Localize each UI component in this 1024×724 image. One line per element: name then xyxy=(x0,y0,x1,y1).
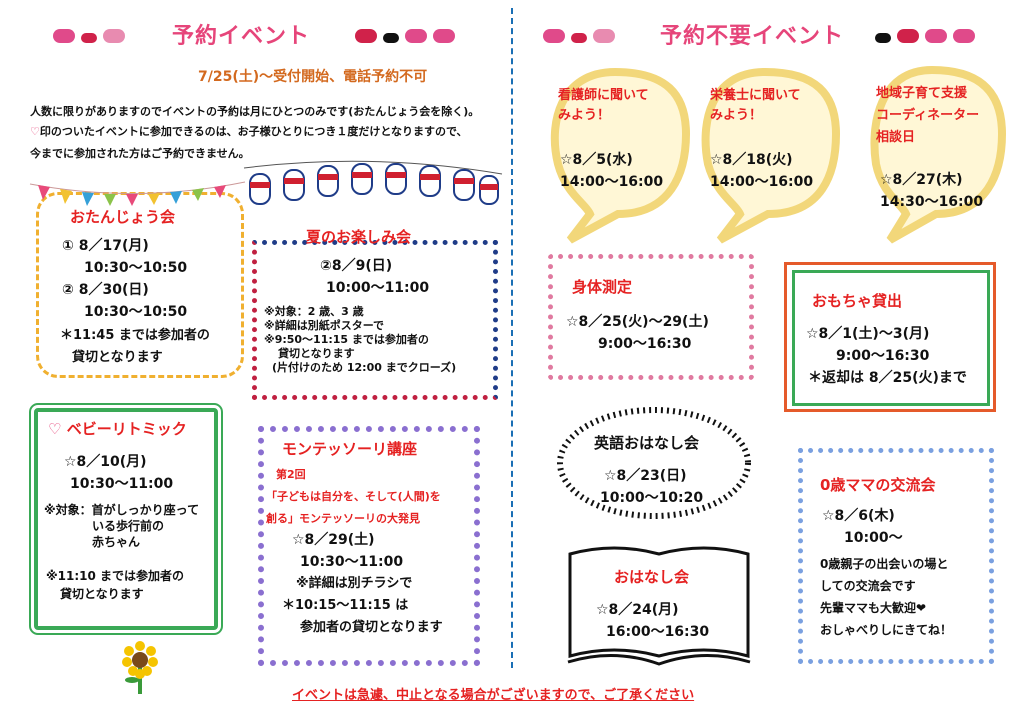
no-reserve-events-title: 予約不要イベント xyxy=(660,24,845,49)
english-time: 10:00～10:20 xyxy=(600,490,704,506)
nurse-title-2: みよう！ xyxy=(558,108,611,123)
measure-box xyxy=(548,254,754,380)
nutrition-time: 14:00～16:00 xyxy=(710,174,814,190)
mama-time: 10:00～ xyxy=(844,530,903,546)
nutrition-date: ☆8／18(火) xyxy=(710,152,793,168)
montessori-note-3: 参加者の貸切となります xyxy=(300,620,443,635)
baby-title: ベビーリトミック xyxy=(66,420,187,438)
birthday-time-1: 10:30～10:50 xyxy=(84,260,188,276)
summer-note-2: ※詳細は別紙ポスターで xyxy=(264,319,385,332)
mama-note-2: しての交流会です xyxy=(820,579,916,593)
birthday-note-1: ＊11:45 までは参加者の xyxy=(60,328,210,343)
baby-note-3: 赤ちゃん xyxy=(92,535,141,549)
measure-title: 身体測定 xyxy=(572,278,633,296)
sunflower-icon xyxy=(122,641,158,694)
summer-title: 夏のお楽しみ会 xyxy=(306,228,412,246)
toy-title: おもちゃ貸出 xyxy=(812,292,903,310)
speech-bubbles-icon xyxy=(550,65,1007,244)
summer-date: ②8／9(日) xyxy=(320,258,393,274)
montessori-time: 10:30～11:00 xyxy=(300,554,404,570)
story-title: おはなし会 xyxy=(614,568,690,586)
baby-note-5: 貸切となります xyxy=(60,587,144,601)
summer-note-5: (片付けのため 12:00 までクローズ) xyxy=(272,361,457,374)
nurse-title-1: 看護師に聞いて xyxy=(558,88,649,103)
book-frame-icon xyxy=(567,546,751,666)
heart-icon: ♡ xyxy=(30,125,40,138)
summer-note-1: ※対象：2 歳、3 歳 xyxy=(264,305,364,318)
montessori-note-1: ※詳細は別チラシで xyxy=(296,576,413,591)
montessori-title: モンテッソーリ講座 xyxy=(282,440,418,458)
montessori-sub-1: 第2回 xyxy=(276,468,306,481)
story-date: ☆8／24(月) xyxy=(596,602,679,618)
mama-note-3: 先輩ママも大歓迎❤ xyxy=(820,601,927,615)
baby-time: 10:30～11:00 xyxy=(70,476,174,492)
birthday-date-1: ① 8／17(月) xyxy=(62,238,149,254)
toy-box-inner xyxy=(792,270,990,406)
summer-time: 10:00～11:00 xyxy=(326,280,430,296)
mama-title: 0歳ママの交流会 xyxy=(820,476,936,494)
baby-date: ☆8／10(月) xyxy=(64,454,147,470)
birthday-note-2: 貸切となります xyxy=(72,350,163,365)
mama-box xyxy=(798,448,994,664)
baby-note-4: ※11:10 までは参加者の xyxy=(46,569,185,583)
toy-box-outer xyxy=(784,262,996,412)
montessori-box xyxy=(258,426,480,666)
measure-date: ☆8／25(火)～29(土) xyxy=(566,314,709,330)
nurse-time: 14:00～16:00 xyxy=(560,174,664,190)
montessori-sub-2: 「子どもは自分を、そして(人間)を xyxy=(266,490,441,503)
summer-note-4: 貸切となります xyxy=(278,347,355,360)
story-time: 16:00～16:30 xyxy=(606,624,710,640)
footer-notice: イベントは急遽、中止となる場合がございますので、ご了承ください xyxy=(292,688,695,703)
mama-note-1: 0歳親子の出会いの場と xyxy=(820,557,949,571)
lanterns-icon xyxy=(243,160,503,205)
baby-note-2: いる歩行前の xyxy=(92,519,165,533)
summer-box xyxy=(252,240,498,400)
english-ellipse-frame xyxy=(557,407,751,519)
nurse-date: ☆8／5(水) xyxy=(560,152,633,168)
right-hearts-left xyxy=(540,28,618,47)
mama-note-4: おしゃべりしにきてね！ xyxy=(820,623,953,637)
montessori-date: ☆8／29(土) xyxy=(292,532,375,548)
intro-line-2: 印のついたイベントに参加できるのは、お子様ひとりにつき１度だけとなりますので、 xyxy=(39,125,468,138)
toy-time: 9:00～16:30 xyxy=(836,348,930,364)
right-hearts-right xyxy=(872,28,978,47)
coordinator-time: 14:30～16:00 xyxy=(880,194,984,210)
baby-note-1: ※対象：首がしっかり座って xyxy=(44,503,200,517)
toy-date: ☆8／1(土)～3(月) xyxy=(806,326,930,342)
measure-time: 9:00～16:30 xyxy=(598,336,692,352)
intro-line-3: 今までに参加された方はご予約できません。 xyxy=(30,147,250,160)
english-date: ☆8／23(日) xyxy=(604,468,687,484)
left-hearts-right xyxy=(352,28,458,47)
baby-box xyxy=(29,403,223,635)
coordinator-title-2: コーディネーター xyxy=(876,108,980,123)
montessori-note-2: ＊10:15～11:15 は xyxy=(282,598,409,613)
toy-note: ＊返却は 8／25(火)まで xyxy=(808,370,967,386)
column-divider xyxy=(511,8,513,668)
coordinator-title-3: 相談日 xyxy=(876,130,916,145)
coordinator-date: ☆8／27(木) xyxy=(880,172,963,188)
reserve-events-title: 予約イベント xyxy=(172,24,311,49)
bunting-flags-icon xyxy=(29,181,246,206)
nutrition-title-1: 栄養士に聞いて xyxy=(710,88,801,103)
english-title: 英語おはなし会 xyxy=(594,434,700,452)
coordinator-title-1: 地域子育て支援 xyxy=(876,86,968,101)
left-hearts-left xyxy=(50,28,128,47)
nutrition-title-2: みよう！ xyxy=(710,108,763,123)
intro-line-1: 人数に限りがありますのでイベントの予約は月にひとつのみです(おたんじょう会を除く… xyxy=(30,105,480,118)
montessori-sub-3: 創る」モンテッソーリの大発見 xyxy=(266,512,420,525)
birthday-date-2: ② 8／30(日) xyxy=(62,282,149,298)
summer-note-3: ※9:50～11:15 までは参加者の xyxy=(264,333,429,346)
birthday-title: おたんじょう会 xyxy=(70,208,176,226)
heart-icon: ♡ xyxy=(48,420,62,438)
notice-date: 7/25(土)～受付開始、電話予約不可 xyxy=(198,69,428,85)
mama-date: ☆8／6(木) xyxy=(822,508,895,524)
birthday-time-2: 10:30～10:50 xyxy=(84,304,188,320)
